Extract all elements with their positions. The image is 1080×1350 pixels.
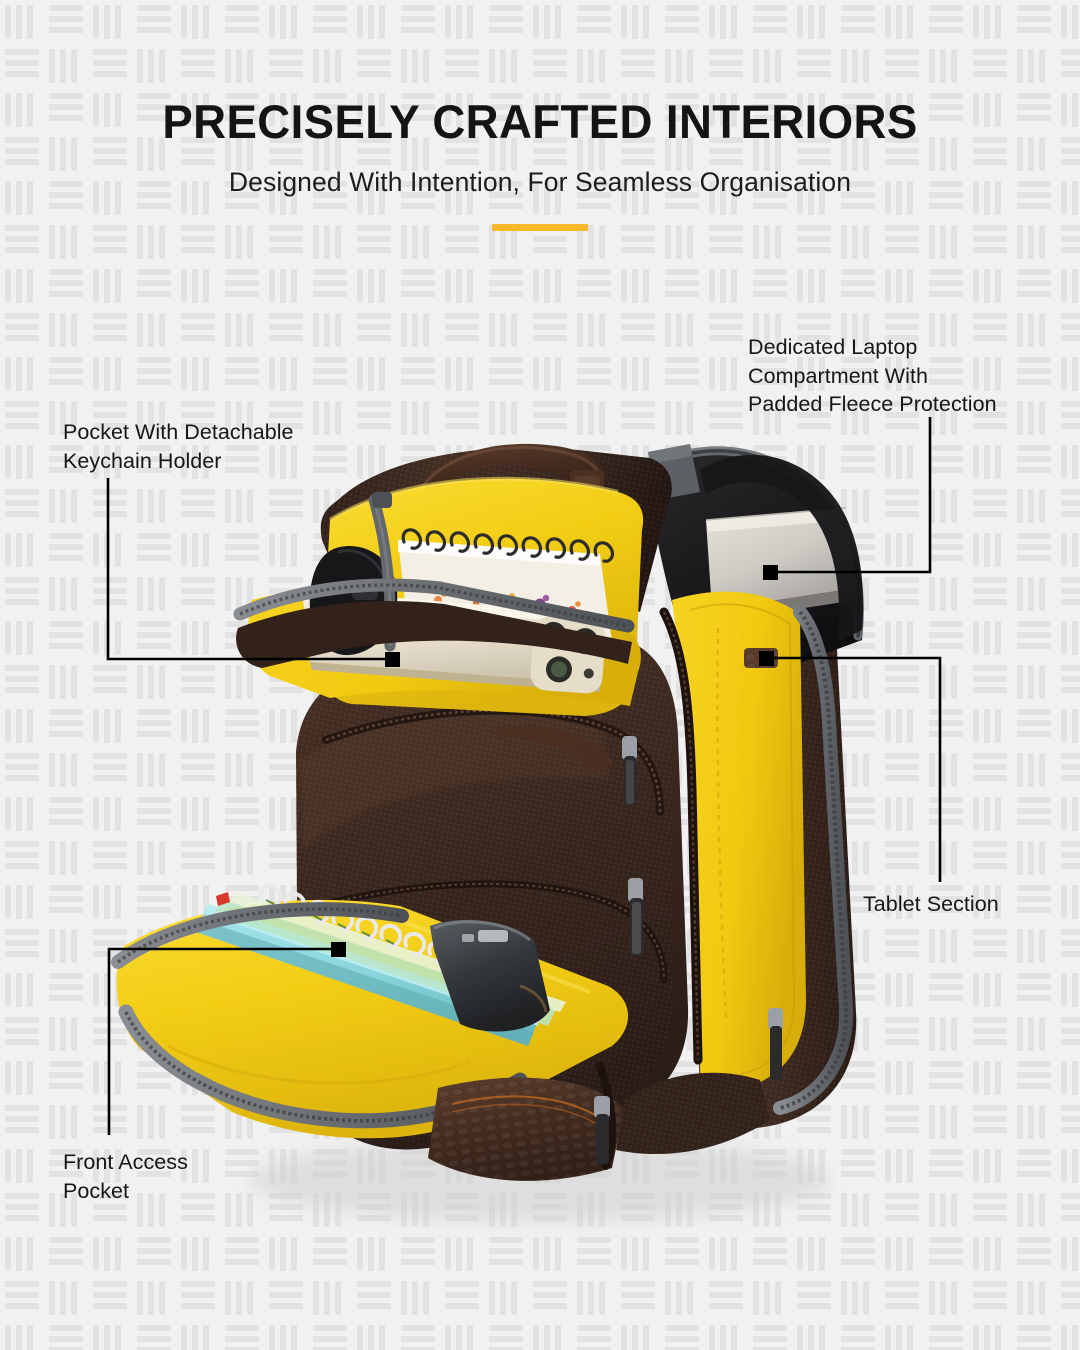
accent-divider (492, 224, 588, 231)
callout-tablet-section: Tablet Section (863, 892, 999, 916)
callout-laptop-compartment: Dedicated Laptop Compartment With Padded… (748, 335, 997, 417)
header: PRECISELY CRAFTED INTERIORS Designed Wit… (0, 0, 1080, 231)
callout-pocket-keychain: Pocket With Detachable Keychain Holder (63, 420, 294, 473)
page-subtitle: Designed With Intention, For Seamless Or… (228, 167, 852, 197)
callout-front-access-pocket: Front Access Pocket (63, 1150, 188, 1203)
page-title: PRECISELY CRAFTED INTERIORS (162, 95, 918, 148)
